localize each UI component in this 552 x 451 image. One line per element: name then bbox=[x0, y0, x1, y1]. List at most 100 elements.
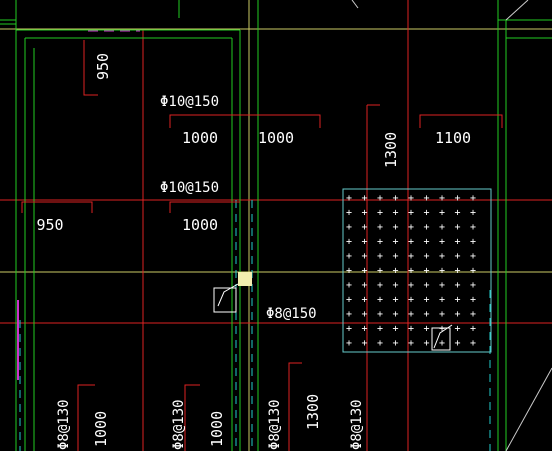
hatch-mark: + bbox=[377, 222, 383, 233]
hatch-mark: + bbox=[439, 338, 445, 349]
hatch-mark: + bbox=[423, 295, 429, 306]
section-marker-icon[interactable] bbox=[213, 283, 239, 313]
hatch-mark: + bbox=[454, 222, 460, 233]
dimension-950-vertical: 950 bbox=[94, 53, 112, 80]
hatch-mark: + bbox=[454, 237, 460, 248]
dimension-1300-vertical: 1300 bbox=[382, 132, 400, 168]
hatch-mark: + bbox=[454, 280, 460, 291]
hatch-mark: + bbox=[470, 193, 476, 204]
hatch-mark: + bbox=[439, 237, 445, 248]
hatch-mark: + bbox=[361, 338, 367, 349]
hatch-mark: + bbox=[470, 222, 476, 233]
section-marker-icon[interactable] bbox=[431, 324, 453, 351]
hatch-mark: + bbox=[377, 193, 383, 204]
hatch-mark: + bbox=[454, 324, 460, 335]
dimension-1000-vertical-1: 1000 bbox=[92, 411, 110, 447]
hatch-mark: + bbox=[392, 193, 398, 204]
hatch-mark: + bbox=[423, 237, 429, 248]
hatch-mark: + bbox=[377, 280, 383, 291]
hatch-mark: + bbox=[346, 309, 352, 320]
hatch-mark: + bbox=[392, 338, 398, 349]
hatch-mark: + bbox=[361, 324, 367, 335]
hatch-mark: + bbox=[423, 193, 429, 204]
hatch-mark: + bbox=[423, 222, 429, 233]
hatch-mark: + bbox=[392, 324, 398, 335]
hatch-mark: + bbox=[454, 338, 460, 349]
rebar-label-bottom-2: Φ8@130 bbox=[171, 399, 187, 450]
hatch-mark: + bbox=[377, 324, 383, 335]
grip-square-icon[interactable] bbox=[238, 272, 252, 286]
hatch-mark: + bbox=[361, 222, 367, 233]
hatch-mark: + bbox=[454, 295, 460, 306]
hatch-mark: + bbox=[361, 251, 367, 262]
hatch-mark: + bbox=[361, 295, 367, 306]
hatch-mark: + bbox=[454, 309, 460, 320]
hatch-mark: + bbox=[423, 309, 429, 320]
hatch-mark: + bbox=[377, 237, 383, 248]
dimension-1000-right: 1000 bbox=[258, 129, 294, 147]
hatch-mark: + bbox=[361, 237, 367, 248]
hatch-mark: + bbox=[346, 338, 352, 349]
hatch-mark: + bbox=[470, 309, 476, 320]
hatch-mark: + bbox=[361, 280, 367, 291]
hatch-mark: + bbox=[392, 266, 398, 277]
hatch-mark: + bbox=[439, 266, 445, 277]
hatch-mark: + bbox=[408, 280, 414, 291]
hatch-mark: + bbox=[392, 295, 398, 306]
hatch-mark: + bbox=[439, 324, 445, 335]
hatch-mark: + bbox=[439, 251, 445, 262]
hatch-mark: + bbox=[439, 295, 445, 306]
hatch-mark: + bbox=[423, 338, 429, 349]
hatch-mark: + bbox=[470, 338, 476, 349]
diagonal-edges bbox=[351, 0, 552, 451]
dimension-1100: 1100 bbox=[435, 129, 471, 147]
dimension-brackets bbox=[21, 40, 503, 451]
hatch-mark: + bbox=[361, 266, 367, 277]
wall-segments bbox=[17, 30, 140, 380]
hatch-mark: + bbox=[470, 324, 476, 335]
hatch-mark: + bbox=[454, 193, 460, 204]
hatch-mark: + bbox=[346, 295, 352, 306]
hatch-mark: + bbox=[408, 222, 414, 233]
hatch-mark: + bbox=[408, 338, 414, 349]
hatch-mark: + bbox=[361, 309, 367, 320]
hatch-mark: + bbox=[439, 309, 445, 320]
hatch-mark: + bbox=[361, 208, 367, 219]
hatch-mark: + bbox=[470, 237, 476, 248]
hatch-mark: + bbox=[470, 295, 476, 306]
hatch-mark: + bbox=[346, 222, 352, 233]
hatch-mark: + bbox=[408, 208, 414, 219]
hatch-mark: + bbox=[423, 208, 429, 219]
hatch-mark: + bbox=[439, 193, 445, 204]
hatched-slab-region[interactable] bbox=[342, 188, 492, 353]
hatch-mark: + bbox=[392, 309, 398, 320]
hatch-mark: + bbox=[408, 237, 414, 248]
hatch-mark: + bbox=[377, 309, 383, 320]
hatch-mark: + bbox=[408, 251, 414, 262]
hatch-mark: + bbox=[346, 237, 352, 248]
hatch-mark: + bbox=[392, 251, 398, 262]
hatch-mark: + bbox=[346, 251, 352, 262]
hatch-mark: + bbox=[454, 208, 460, 219]
hatch-mark: + bbox=[439, 222, 445, 233]
hatch-mark: + bbox=[346, 193, 352, 204]
hatch-mark: + bbox=[392, 222, 398, 233]
hatch-mark: + bbox=[454, 266, 460, 277]
rebar-label-bottom-1: Φ8@130 bbox=[56, 399, 72, 450]
rebar-label-center: Φ8@150 bbox=[266, 306, 317, 322]
hidden-edges bbox=[19, 200, 491, 451]
hatch-mark: + bbox=[377, 208, 383, 219]
hatch-mark: + bbox=[346, 208, 352, 219]
hatch-mark: + bbox=[423, 251, 429, 262]
hatch-mark: + bbox=[392, 208, 398, 219]
hatch-mark: + bbox=[470, 266, 476, 277]
hatch-mark: + bbox=[346, 280, 352, 291]
hatch-mark: + bbox=[439, 280, 445, 291]
rebar-label-bottom-4: Φ8@130 bbox=[349, 399, 365, 450]
hatch-mark: + bbox=[377, 338, 383, 349]
hatch-mark: + bbox=[454, 251, 460, 262]
hatch-mark: + bbox=[377, 251, 383, 262]
